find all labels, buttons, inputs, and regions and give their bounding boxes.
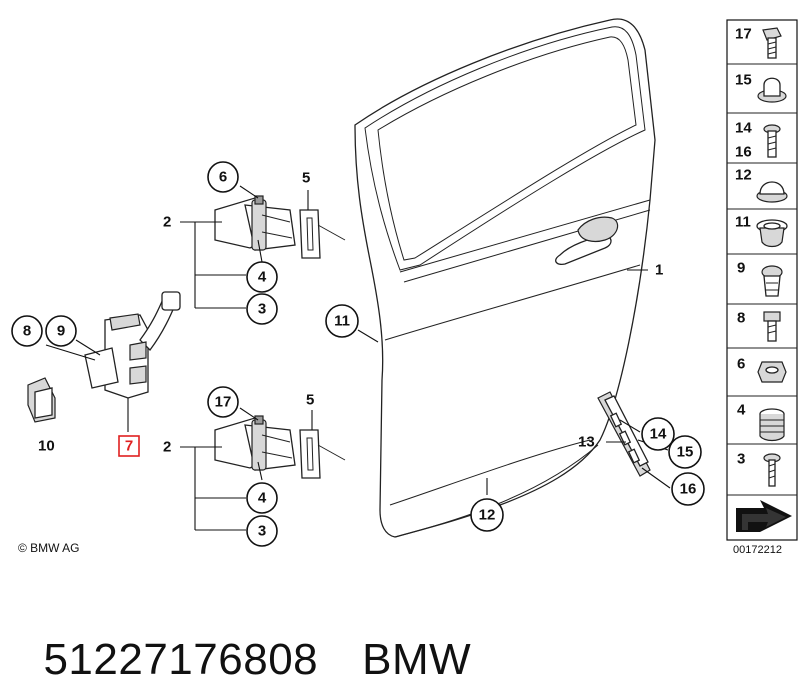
svg-text:13: 13 [578,434,595,451]
callout-14: 14 [641,417,675,451]
callout-11: 11 [325,304,359,338]
seal-strip-part [597,391,651,477]
callout-13: 13 [578,434,595,451]
svg-text:12: 12 [479,507,496,524]
callout-8: 8 [11,315,43,347]
svg-text:7: 7 [125,438,133,455]
callout-2-lower: 2 [163,439,171,456]
svg-text:8: 8 [23,323,31,340]
svg-text:14: 14 [650,426,667,443]
callout-4-upper: 4 [246,261,278,293]
legend-label-15: 15 [735,72,752,89]
direction-arrow-icon [736,500,792,532]
legend-label-6: 6 [737,356,745,373]
bolt-icon [762,27,782,59]
grommet-icon [756,219,788,248]
legend-label-11: 11 [735,214,751,231]
plug-icon [756,181,788,203]
svg-text:5: 5 [306,392,314,409]
copyright-text: © BMW AG [18,541,80,555]
callout-12: 12 [470,498,504,532]
callout-2-upper: 2 [163,214,171,231]
brand-name: BMW [362,635,472,684]
parts-diagram: 6 5 2 4 3 1 8 9 11 17 5 10 7 2 4 3 12 13… [11,18,798,556]
callout-5-lower: 5 [306,392,314,409]
callout-6: 6 [207,161,239,193]
legend-label-12: 12 [735,167,752,184]
svg-text:5: 5 [302,170,310,187]
part-number-line: 51227176808 BMW [18,585,515,685]
legend-label-3: 3 [737,451,745,468]
callout-3-upper: 3 [246,293,278,325]
legend-label-8: 8 [737,310,745,327]
door-check [84,291,181,399]
svg-text:4: 4 [258,490,267,507]
callout-4-lower: 4 [246,482,278,514]
svg-text:11: 11 [334,313,350,330]
rivet-icon [761,265,783,297]
svg-text:10: 10 [38,438,55,455]
svg-text:17: 17 [215,394,232,411]
svg-text:2: 2 [163,214,171,231]
callout-9: 9 [45,315,77,347]
svg-text:1: 1 [655,262,663,279]
legend-label-9: 9 [737,260,745,277]
callout-1: 1 [655,262,663,279]
svg-text:4: 4 [258,269,267,286]
callout-3-lower: 3 [246,515,278,547]
rubber-cap-part [27,377,56,423]
cap-nut-icon [757,77,787,103]
svg-text:15: 15 [677,444,694,461]
lower-hinge [214,415,346,479]
rear-door [354,18,656,538]
diagram-code: 00172212 [733,544,782,556]
svg-text:6: 6 [219,169,227,186]
svg-text:9: 9 [57,323,65,340]
stud-icon [763,453,781,487]
screw-icon [763,124,781,158]
legend-label-14: 14 [735,120,752,137]
upper-hinge [214,195,346,259]
callout-17: 17 [207,386,239,418]
callout-16: 16 [671,472,705,506]
svg-text:3: 3 [258,523,266,540]
hex-bolt-icon [763,311,781,342]
legend-column: 17 15 14 16 12 11 9 8 6 4 3 [726,19,798,541]
callout-10: 10 [38,438,55,455]
threaded-sleeve-icon [759,408,785,442]
svg-text:16: 16 [680,481,697,498]
part-number: 51227176808 [43,635,319,684]
callout-15: 15 [668,435,702,469]
hex-nut-icon [757,361,787,383]
callout-7-highlighted: 7 [118,435,140,457]
legend-label-17: 17 [735,26,752,43]
legend-label-4: 4 [737,402,746,419]
callout-5-upper: 5 [302,170,310,187]
svg-text:2: 2 [163,439,171,456]
legend-label-16: 16 [735,144,752,161]
svg-text:3: 3 [258,301,266,318]
